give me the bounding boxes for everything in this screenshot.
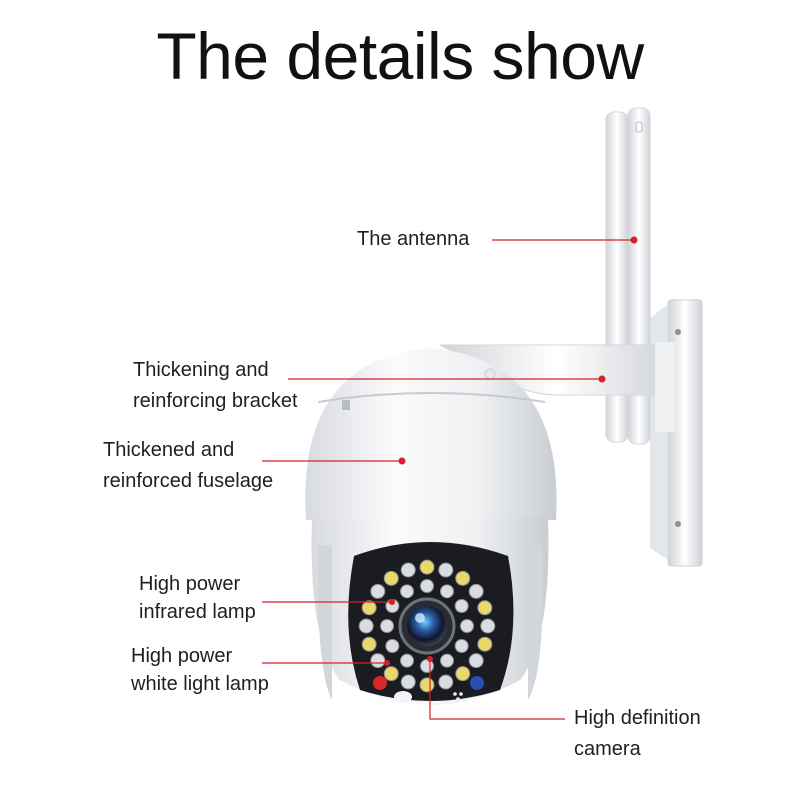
led [438,674,454,690]
label-infrared-lamp: High power infrared lamp [139,573,256,623]
led [358,618,374,634]
led [454,639,469,653]
led [468,653,484,669]
led [419,559,435,575]
led [440,653,454,668]
label-bracket: Thickening and reinforcing bracket [133,359,298,412]
led [361,636,377,652]
label-antenna: The antenna [357,228,470,250]
led [420,579,434,593]
led [385,639,400,653]
led [455,666,471,682]
led [440,584,454,599]
led [454,599,469,613]
led [400,562,416,578]
leader-lines [262,236,638,720]
led [468,583,484,599]
wall-mount-plate [650,299,703,567]
label-camera: High definition camera [574,707,701,760]
led [477,636,493,652]
label-fuselage: Thickened and reinforced fuselage [103,439,274,492]
led [380,619,394,633]
led [400,584,414,599]
camera-dome [305,348,557,520]
led [477,600,493,616]
label-white-light-lamp: High power white light lamp [131,645,269,695]
led [480,618,496,634]
led [438,562,454,578]
led [400,653,414,668]
led [370,583,386,599]
led-array [358,559,496,693]
led [383,570,399,586]
led [419,677,435,693]
led [455,570,471,586]
camera-lens [398,597,456,655]
camera-bottom-details [373,676,484,703]
led [400,674,416,690]
led [383,666,399,682]
page-title: The details show [156,19,644,93]
led [361,600,377,616]
led [370,653,386,669]
led [460,619,474,633]
